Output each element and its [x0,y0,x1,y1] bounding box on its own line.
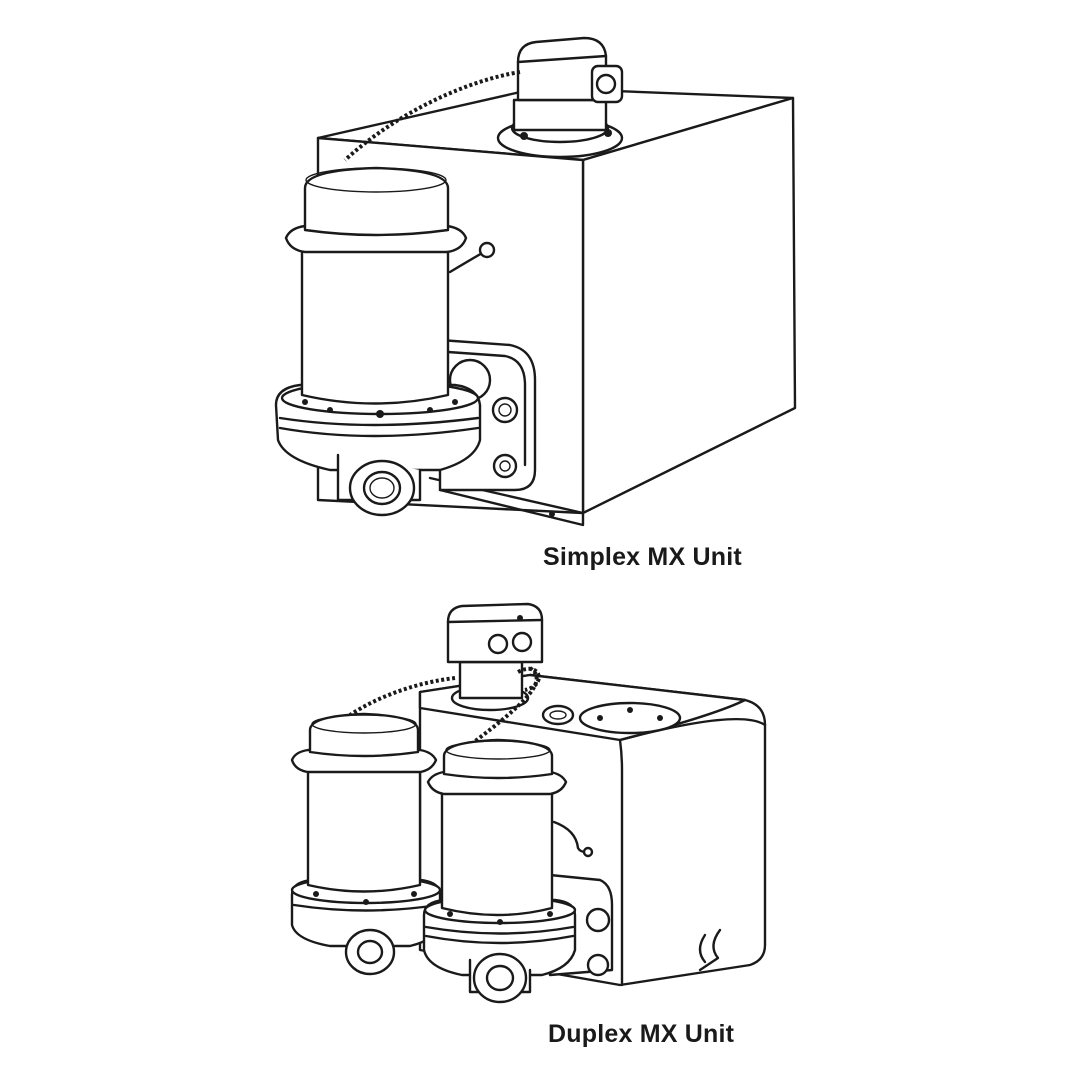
duplex-chain-loop [517,666,541,692]
duplex-chain-left [348,676,456,717]
simplex-unit-figure: Simplex MX Unit [274,36,797,571]
duplex-caption: Duplex MX Unit [548,1020,735,1048]
simplex-chain [343,70,521,162]
simplex-float-switch [496,36,624,159]
simplex-pump-motor [274,166,496,517]
duplex-unit-figure: Duplex MX Unit [0,590,1080,1080]
duplex-float-switch [446,602,544,712]
duplex-pump-unit-icon [290,602,767,1004]
duplex-pump-motor-left [290,712,442,976]
simplex-pump-unit-icon [274,36,797,527]
simplex-caption: Simplex MX Unit [543,543,742,571]
duplex-pump-motor-right [422,738,594,1004]
